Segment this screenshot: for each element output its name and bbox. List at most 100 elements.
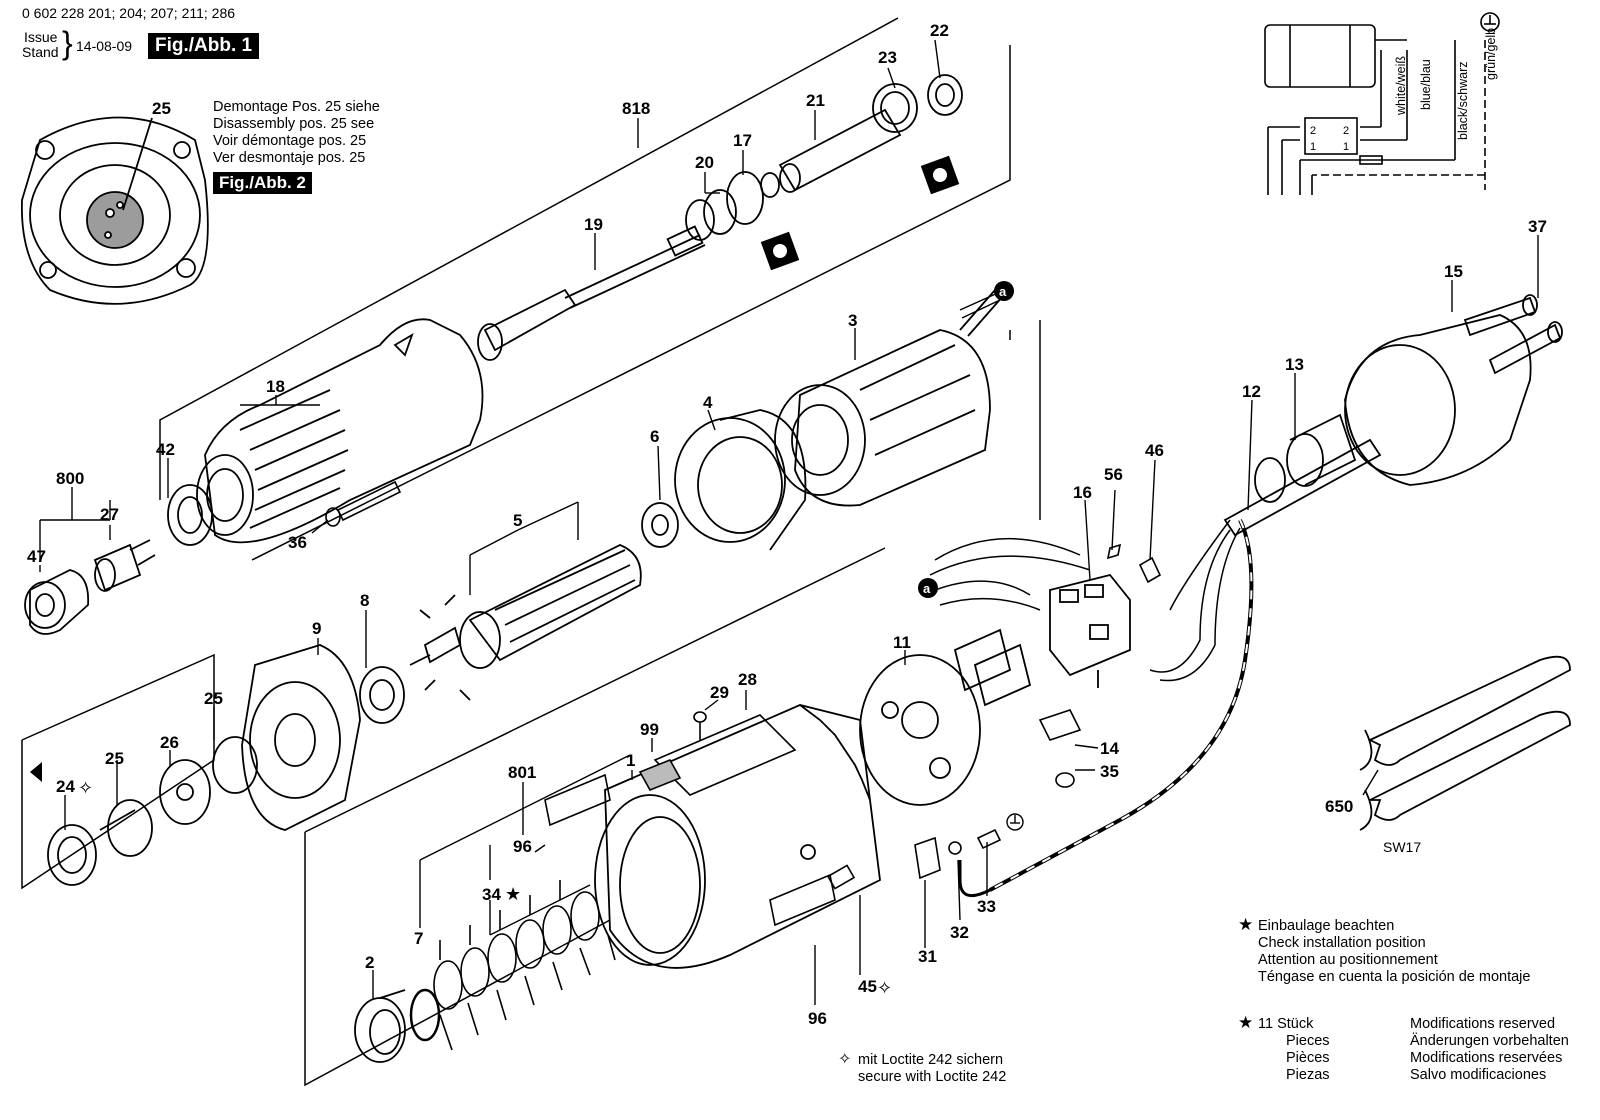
part-8: 8: [360, 591, 369, 610]
loctite-line-de: mit Loctite 242 sichern: [858, 1052, 1004, 1068]
wire-label-white: white/weiß: [1394, 56, 1408, 116]
brace-symbol: }: [62, 25, 73, 61]
bearing-symbols: [760, 155, 960, 271]
disassembly-line-de: Demontage Pos. 25 siehe: [213, 99, 380, 115]
part-33: 33: [977, 897, 996, 916]
ground-cable: [958, 519, 1254, 898]
wrench-size-label: SW17: [1383, 839, 1421, 855]
install-note-star: ★: [1238, 915, 1254, 934]
sleeve-4: [674, 409, 807, 551]
part-20: 20: [695, 153, 714, 172]
frame-upper: [159, 17, 899, 500]
screw-45: [826, 864, 856, 890]
direction-arrow: [30, 762, 42, 782]
screw-36: [325, 480, 402, 527]
disassembly-line-es: Ver desmontaje pos. 25: [213, 150, 366, 166]
part-12: 12: [1242, 382, 1261, 401]
part-96-upper: 96: [513, 837, 532, 856]
ring-2: [354, 989, 406, 1063]
collet-parts: [24, 539, 156, 635]
figure-label: Fig./Abb. 1: [148, 33, 260, 59]
part-34: 34: [482, 885, 501, 904]
part-46: 46: [1145, 441, 1164, 460]
part-26: 26: [160, 733, 179, 752]
disassembly-line-fr: Voir démontage pos. 25: [213, 133, 367, 149]
frame-upper-right: [251, 45, 1011, 561]
ground-symbol: [1006, 813, 1024, 831]
bearing-8: [359, 666, 405, 724]
count-unit-es: Piezas: [1286, 1067, 1330, 1083]
part-36: 36: [288, 533, 307, 552]
wiring-schematic: [1264, 12, 1500, 195]
part-56: 56: [1104, 465, 1123, 484]
terminal-2-left: 2: [1310, 125, 1316, 137]
part-9: 9: [312, 619, 321, 638]
part-symbols: ★ ✧ ✧: [78, 778, 892, 998]
part-31: 31: [918, 947, 937, 966]
loctite-note: ✧ mit Loctite 242 sichern secure with Lo…: [838, 1051, 1007, 1086]
part-818: 818: [622, 99, 650, 118]
part-24-loctite: ✧: [78, 778, 93, 798]
stand-label: Stand: [22, 44, 59, 60]
part-25-inset: 25: [152, 99, 171, 118]
wires: [929, 291, 1241, 682]
inset-flange: [21, 116, 209, 305]
count-note: ★ 11 Stück Pieces Pièces Piezas: [1238, 1014, 1330, 1084]
spindle-assembly: [477, 74, 963, 361]
install-line-es: Téngase en cuenta la posición de montaje: [1258, 969, 1531, 985]
part-18: 18: [266, 377, 285, 396]
terminal-1-right: 1: [1343, 141, 1349, 153]
wiring-color-labels: white/weiß blue/blau black/schwarz grün/…: [1394, 28, 1498, 140]
figure-2-label: Fig./Abb. 2: [213, 172, 312, 194]
issue-date: 14-08-09: [76, 38, 133, 54]
leader-lines: [39, 39, 1539, 1005]
loctite-note-symbol: ✧: [838, 1051, 852, 1068]
part-27: 27: [100, 505, 119, 524]
modifications-line-fr: Modifications reservées: [1410, 1050, 1563, 1066]
part-6: 6: [650, 427, 659, 446]
count-unit-de: Stück: [1277, 1016, 1314, 1032]
wiring-terminal-numbers: 2 2 1 1: [1310, 125, 1349, 153]
part-99: 99: [640, 720, 659, 739]
part-16: 16: [1073, 483, 1092, 502]
callout-a-markers: a a: [918, 281, 1014, 598]
modifications-line-es: Salvo modificaciones: [1410, 1067, 1547, 1083]
part-650: 650: [1325, 797, 1353, 816]
clamp-parts-left: [47, 736, 258, 886]
stator-3: [774, 289, 1004, 507]
part-800: 800: [56, 469, 84, 488]
count-unit-fr: Pièces: [1286, 1050, 1330, 1066]
part-96-lower: 96: [808, 1009, 827, 1028]
part-32: 32: [950, 923, 969, 942]
callout-a-lower: a: [923, 581, 931, 596]
end-cap-15: [1344, 294, 1563, 486]
small-parts: [914, 543, 1162, 880]
part-35: 35: [1100, 762, 1119, 781]
brush-holder-11: [859, 628, 1032, 806]
part-47: 47: [27, 547, 46, 566]
part-45-loctite: ✧: [877, 978, 892, 998]
part-25-nut: 25: [105, 749, 124, 768]
part-29: 29: [710, 683, 729, 702]
part-23: 23: [878, 48, 897, 67]
terminal-1-left: 1: [1310, 141, 1316, 153]
modifications-line-de: Änderungen vorbehalten: [1410, 1033, 1569, 1049]
loctite-line-en: secure with Loctite 242: [858, 1069, 1007, 1085]
part-45: 45: [858, 977, 877, 996]
part-15: 15: [1444, 262, 1463, 281]
part-24: 24: [56, 777, 75, 796]
wire-label-black: black/schwarz: [1456, 62, 1470, 141]
install-line-en: Check installation position: [1258, 935, 1426, 951]
part-2: 2: [365, 953, 374, 972]
wire-label-green: grün/gelb: [1484, 28, 1498, 80]
part-17: 17: [733, 131, 752, 150]
modifications-note: Modifications reserved Änderungen vorbeh…: [1410, 1016, 1569, 1084]
switch-16: [1049, 573, 1131, 688]
part-7: 7: [414, 929, 423, 948]
part-14: 14: [1100, 739, 1119, 758]
assembly-frames: [21, 17, 1041, 1087]
install-line-fr: Attention au positionnement: [1258, 952, 1438, 968]
part-11: 11: [893, 633, 911, 652]
part-4: 4: [703, 393, 713, 412]
part-1: 1: [626, 751, 635, 770]
